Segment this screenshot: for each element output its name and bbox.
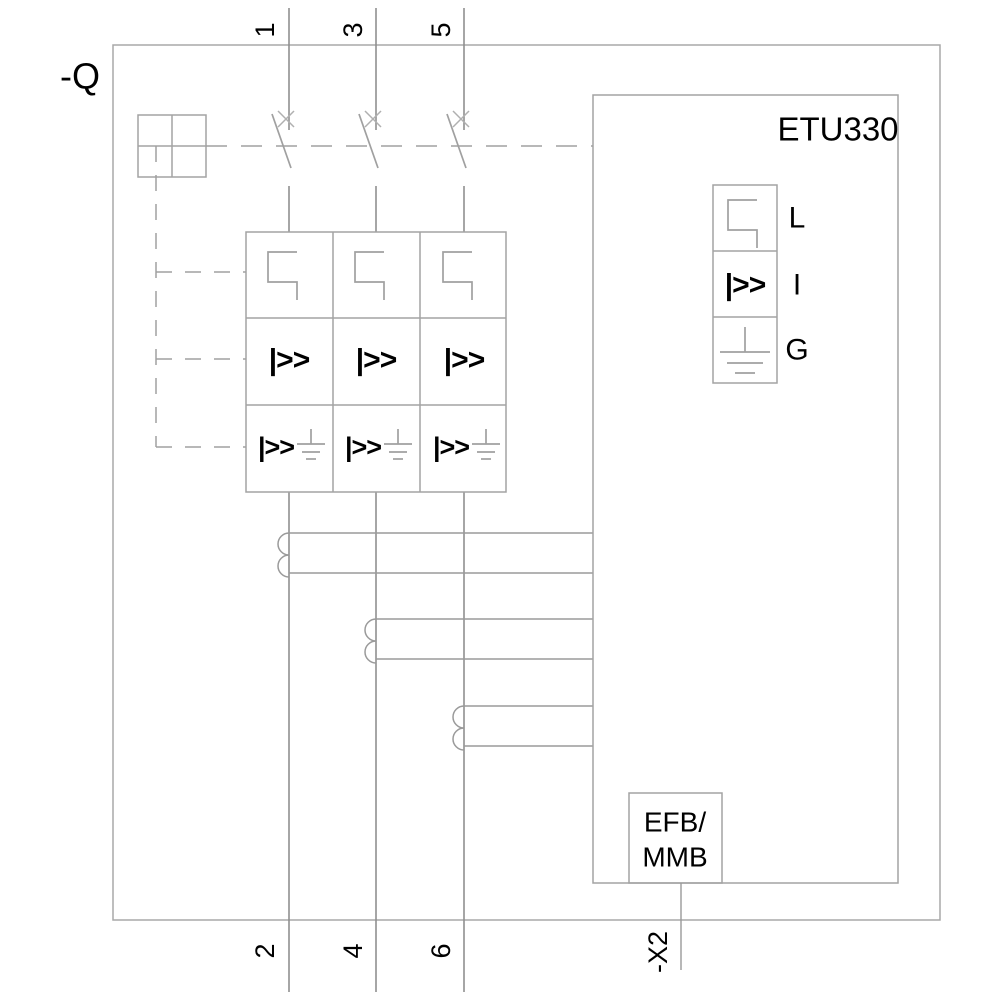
- ground-overcurrent-symbol-pole-2: |>>: [345, 432, 381, 462]
- etu-function-column: [712, 184, 778, 384]
- earth-icon-pole-1: [297, 429, 325, 460]
- device-designation-label: -Q: [60, 56, 100, 97]
- comm-module-label-line2: MMB: [642, 842, 707, 873]
- terminal-label-4: 4: [338, 943, 368, 958]
- comm-terminal-label: -X2: [643, 931, 673, 973]
- etu-instantaneous-label: I: [793, 269, 801, 302]
- etu-instantaneous-symbol: |>>: [725, 269, 766, 302]
- thermal-symbol-pole-3: [442, 251, 473, 300]
- earth-icon-pole-2: [384, 429, 412, 460]
- current-transformer-pole-2: [364, 618, 593, 664]
- terminal-label-2: 2: [250, 943, 280, 958]
- overcurrent-symbol-pole-3: |>>: [444, 344, 485, 377]
- terminal-label-1: 1: [250, 22, 280, 37]
- etu-ground-fault-label: G: [785, 334, 808, 367]
- current-transformer-pole-1: [277, 532, 593, 578]
- ground-overcurrent-symbol-pole-1: |>>: [258, 432, 294, 462]
- etu-panel: [592, 94, 899, 884]
- thermal-symbol-pole-2: [354, 251, 385, 300]
- switch-contact-pole-3: [446, 110, 470, 169]
- thermal-symbol-pole-1: [267, 251, 298, 300]
- etu-long-time-label: L: [789, 202, 806, 235]
- operating-mechanism-symbol: [137, 114, 207, 178]
- etu-long-time-symbol: [727, 199, 758, 248]
- current-transformer-pole-3: [452, 705, 593, 751]
- comm-module-box: [628, 792, 723, 884]
- etu-panel-title: ETU330: [777, 111, 898, 148]
- terminal-label-6: 6: [426, 943, 456, 958]
- switch-contact-pole-1: [271, 110, 295, 169]
- device-boundary: [112, 44, 941, 921]
- terminal-label-3: 3: [338, 22, 368, 37]
- terminal-label-5: 5: [426, 22, 456, 37]
- overcurrent-symbol-pole-1: |>>: [269, 344, 310, 377]
- pole-trip-unit-grid: [245, 231, 507, 493]
- switch-contact-pole-2: [358, 110, 382, 169]
- ground-overcurrent-symbol-pole-3: |>>: [433, 432, 469, 462]
- overcurrent-symbol-pole-2: |>>: [356, 344, 397, 377]
- earth-icon-pole-3: [472, 429, 500, 460]
- comm-module-label-line1: EFB/: [644, 807, 706, 838]
- etu-ground-fault-symbol: [720, 327, 770, 374]
